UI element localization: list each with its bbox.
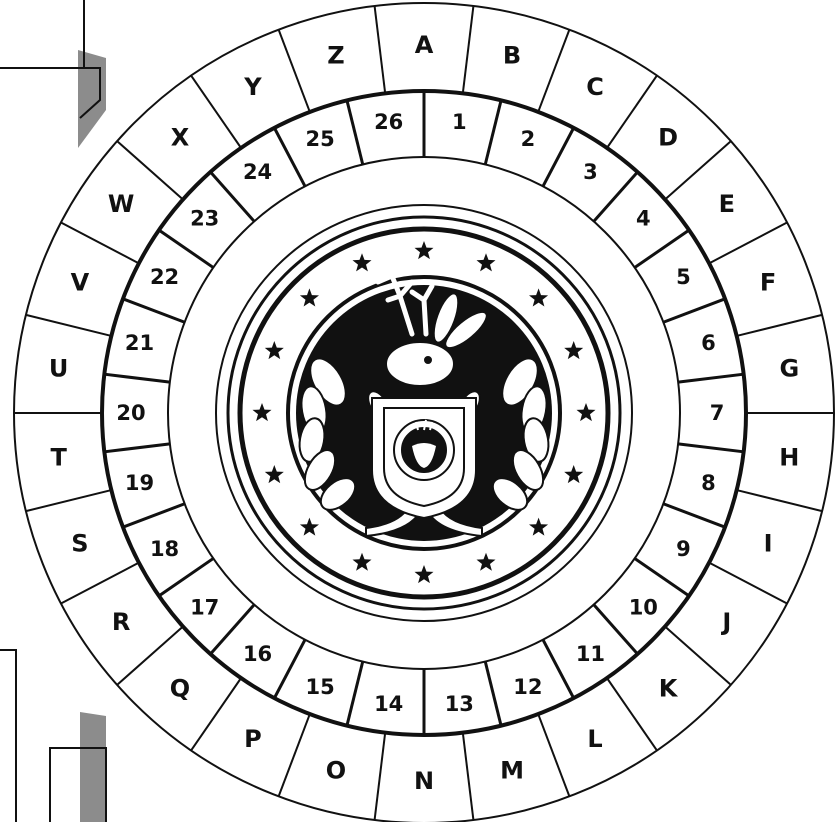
letter-q: Q xyxy=(170,674,190,702)
number-24: 24 xyxy=(243,160,272,184)
number-12: 12 xyxy=(513,675,542,699)
cut-line-bottom xyxy=(0,650,16,822)
number-22: 22 xyxy=(150,265,179,289)
number-16: 16 xyxy=(243,642,272,666)
number-3: 3 xyxy=(583,160,598,184)
letter-g: G xyxy=(779,355,799,383)
number-11: 11 xyxy=(576,642,605,666)
letter-a: A xyxy=(415,31,434,59)
number-10: 10 xyxy=(629,595,658,619)
letter-v: V xyxy=(71,269,90,297)
number-7: 7 xyxy=(710,401,725,425)
letter-x: X xyxy=(171,124,190,152)
letter-u: U xyxy=(49,355,69,383)
number-13: 13 xyxy=(445,692,474,716)
cut-tab-bottom xyxy=(80,712,106,822)
number-14: 14 xyxy=(374,692,403,716)
number-1: 1 xyxy=(452,110,467,134)
cut-line-top xyxy=(0,0,84,68)
number-23: 23 xyxy=(190,207,219,231)
letter-m: M xyxy=(500,756,524,784)
number-26: 26 xyxy=(374,110,403,134)
letter-y: Y xyxy=(243,73,262,101)
letter-t: T xyxy=(50,443,67,471)
letter-b: B xyxy=(503,42,521,70)
letter-r: R xyxy=(112,608,130,636)
number-20: 20 xyxy=(116,401,145,425)
letter-s: S xyxy=(71,529,88,557)
number-8: 8 xyxy=(701,471,716,495)
letter-h: H xyxy=(779,443,799,471)
letter-i: I xyxy=(764,529,773,557)
number-6: 6 xyxy=(701,331,716,355)
letter-c: C xyxy=(586,73,604,101)
letter-e: E xyxy=(719,190,735,218)
letter-n: N xyxy=(414,767,434,795)
number-4: 4 xyxy=(636,207,651,231)
letter-o: O xyxy=(326,756,346,784)
letter-j: J xyxy=(720,608,731,636)
letter-d: D xyxy=(658,124,678,152)
letter-l: L xyxy=(587,725,602,753)
number-21: 21 xyxy=(125,331,154,355)
number-5: 5 xyxy=(676,265,691,289)
number-18: 18 xyxy=(150,537,179,561)
letter-w: W xyxy=(108,190,134,218)
letter-z: Z xyxy=(327,42,344,70)
number-2: 2 xyxy=(521,127,536,151)
cut-tab-top xyxy=(78,50,106,148)
number-25: 25 xyxy=(305,127,334,151)
number-9: 9 xyxy=(676,537,691,561)
number-15: 15 xyxy=(305,675,334,699)
letter-p: P xyxy=(244,725,262,753)
number-17: 17 xyxy=(190,595,219,619)
letter-f: F xyxy=(760,269,776,297)
number-19: 19 xyxy=(125,471,154,495)
letter-k: K xyxy=(659,674,679,702)
